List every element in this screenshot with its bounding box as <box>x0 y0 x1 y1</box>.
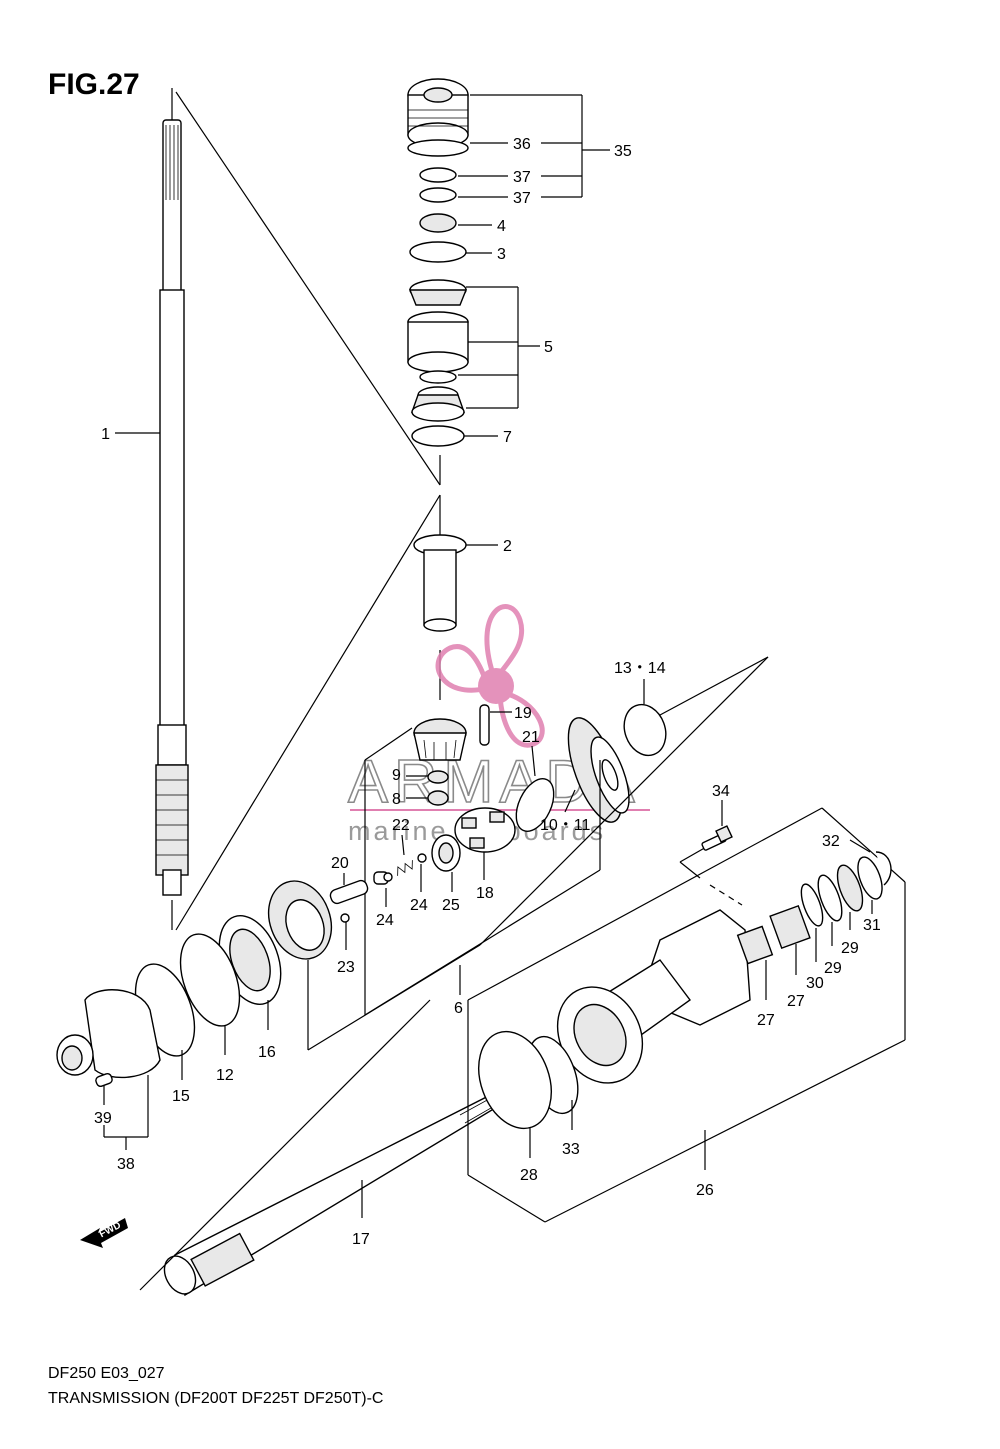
callout-37-b: 37 <box>513 190 531 207</box>
washer-12 <box>179 933 241 1027</box>
callout-2: 2 <box>503 538 512 555</box>
bolt-34 <box>701 825 733 851</box>
taper-bearing-upper <box>408 279 468 306</box>
washer-9 <box>427 770 449 784</box>
callout-25: 25 <box>442 897 460 914</box>
callout-13-14: 13・14 <box>614 660 666 677</box>
callout-26: 26 <box>696 1182 714 1199</box>
propeller-icon <box>435 604 545 748</box>
ball-23 <box>340 913 350 923</box>
pinion-gear <box>413 718 467 761</box>
shim-7 <box>411 425 465 447</box>
taper-bearing-lower <box>411 386 465 422</box>
callout-16: 16 <box>258 1044 276 1061</box>
callout-31: 31 <box>863 917 881 934</box>
callout-8: 8 <box>392 791 401 808</box>
callout-12: 12 <box>216 1067 234 1084</box>
ball-24 <box>383 872 393 882</box>
callout-15: 15 <box>172 1088 190 1105</box>
fwd-direction-marker: FWD <box>80 1218 128 1248</box>
callout-24-b: 24 <box>410 897 428 914</box>
sleeve-2 <box>413 534 467 632</box>
figure-caption: TRANSMISSION (DF200T DF225T DF250T)-C <box>48 1390 383 1407</box>
ring-31 <box>857 856 883 900</box>
callout-29-b: 29 <box>841 940 859 957</box>
reverse-gear <box>267 880 333 960</box>
propeller-shaft-17 <box>163 1079 526 1297</box>
drive-shaft <box>155 119 189 896</box>
circlip-32 <box>875 851 892 886</box>
ball-24b <box>417 853 427 863</box>
callout-33: 33 <box>562 1141 580 1158</box>
clutch-dog-18 <box>454 807 516 853</box>
callout-29-a: 29 <box>824 960 842 977</box>
o-ring-28 <box>478 1030 552 1130</box>
callout-10-11: 10・11 <box>540 817 591 834</box>
callout-23: 23 <box>337 959 355 976</box>
callout-27-b: 27 <box>787 993 805 1010</box>
callout-5: 5 <box>544 339 553 356</box>
forward-gear <box>567 717 630 823</box>
callout-1: 1 <box>101 426 110 443</box>
callout-32: 32 <box>822 833 840 850</box>
callout-9: 9 <box>392 767 401 784</box>
figure-code: DF250 E03_027 <box>48 1365 165 1382</box>
gear-case-housing <box>556 909 751 1084</box>
callout-6: 6 <box>454 1000 463 1017</box>
shim-13-14 <box>623 703 667 757</box>
callout-19: 19 <box>514 705 532 722</box>
figure-title: FIG.27 <box>48 68 140 101</box>
seal-29b <box>836 864 864 912</box>
callout-17: 17 <box>352 1231 370 1248</box>
shift-rod-20 <box>329 879 369 905</box>
callout-27-a: 27 <box>757 1012 775 1029</box>
callout-3: 3 <box>497 246 506 263</box>
bearing-housing-assy <box>407 78 469 148</box>
needle-bearing-27b <box>769 904 811 950</box>
callout-7: 7 <box>503 429 512 446</box>
ring-21 <box>515 778 555 832</box>
callout-30: 30 <box>806 975 824 992</box>
bearing-4 <box>419 213 457 233</box>
callout-4: 4 <box>497 218 506 235</box>
arrow-left-icon <box>80 1218 128 1248</box>
shift-cam-38 <box>56 989 161 1088</box>
callout-38: 38 <box>117 1156 135 1173</box>
callout-34: 34 <box>712 783 730 800</box>
callout-18: 18 <box>476 885 494 902</box>
ring-30 <box>800 883 824 927</box>
callout-22: 22 <box>392 817 410 834</box>
o-ring-36 <box>407 139 469 157</box>
nut-8 <box>427 790 449 806</box>
callout-28: 28 <box>520 1167 538 1184</box>
callout-24-a: 24 <box>376 912 394 929</box>
seal-37a <box>419 167 457 183</box>
race-ring-5 <box>419 370 457 384</box>
callout-39: 39 <box>94 1110 112 1127</box>
callout-35: 35 <box>614 143 632 160</box>
pin-19 <box>479 704 490 746</box>
callout-37-a: 37 <box>513 169 531 186</box>
bearing-race-5 <box>407 311 469 373</box>
callout-21: 21 <box>522 729 540 746</box>
seal-29a <box>817 874 843 922</box>
needle-bearing-27a <box>736 925 774 965</box>
callout-36: 36 <box>513 136 531 153</box>
spring-22 <box>397 860 413 876</box>
seal-37b <box>419 187 457 203</box>
callout-20: 20 <box>331 855 349 872</box>
ring-3 <box>409 241 467 263</box>
